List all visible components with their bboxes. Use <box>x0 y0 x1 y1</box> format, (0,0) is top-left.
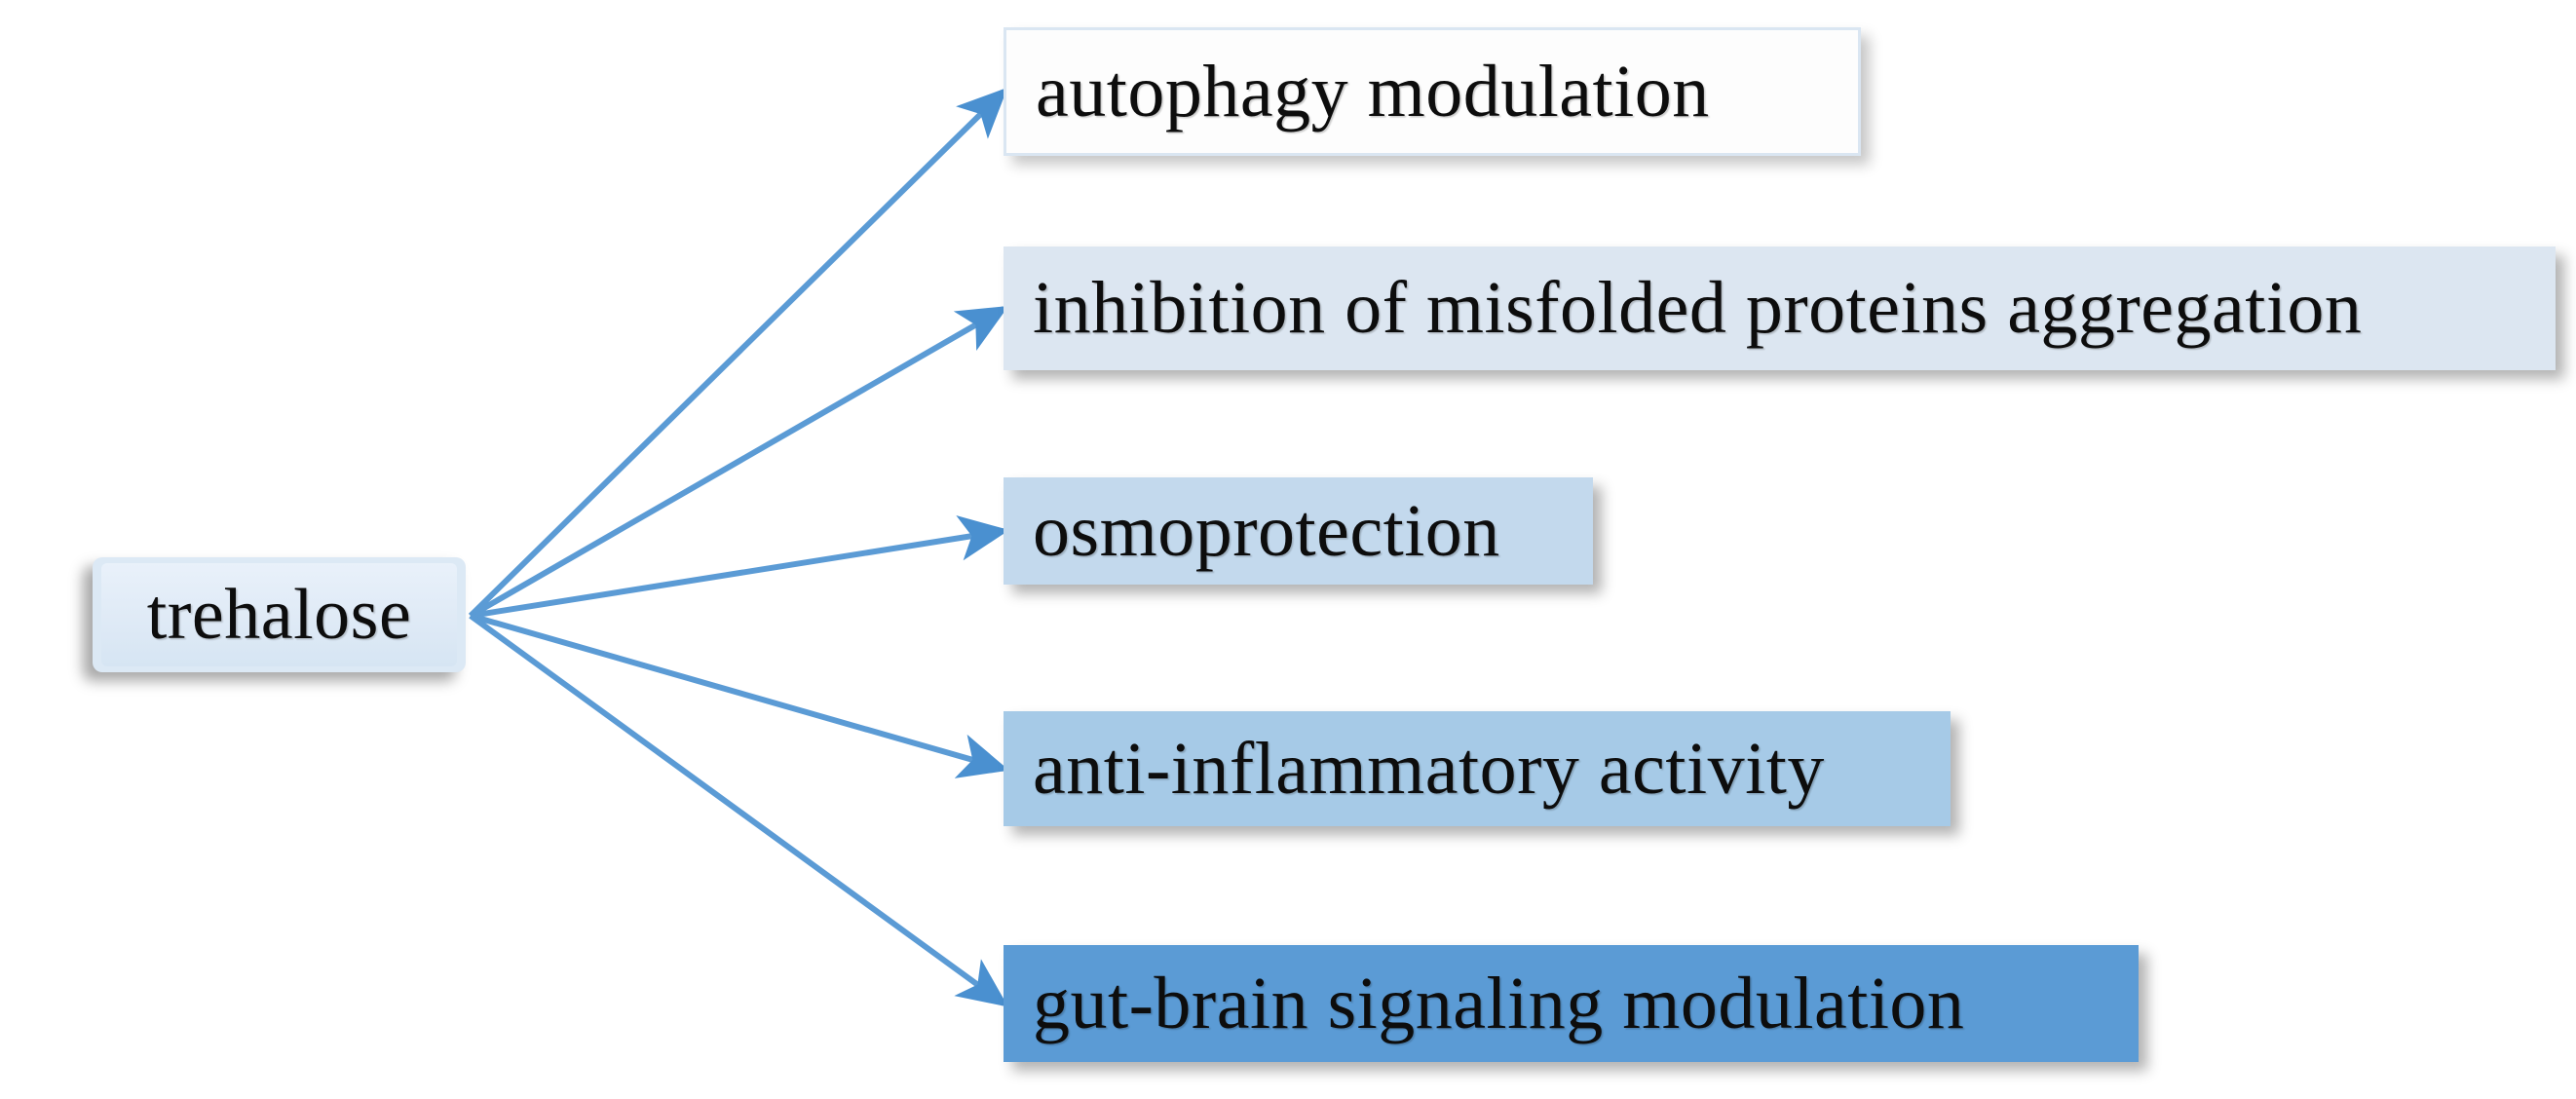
node-anti-inflammatory-activity-label: anti-inflammatory activity <box>1033 727 1825 810</box>
edge-trehalose-to-gut-brain-signaling-modulation <box>469 613 1008 1007</box>
node-trehalose[interactable]: trehalose <box>93 557 466 672</box>
node-trehalose-label: trehalose <box>146 574 412 655</box>
edge-trehalose-to-autophagy-modulation <box>468 87 1008 619</box>
node-gut-brain-signaling-modulation-label: gut-brain signaling modulation <box>1033 962 1965 1044</box>
node-gut-brain-signaling-modulation[interactable]: gut-brain signaling modulation <box>1004 945 2139 1062</box>
node-autophagy-modulation[interactable]: autophagy modulation <box>1004 27 1861 156</box>
edge-trehalose-to-anti-inflammatory-activity <box>470 613 1009 778</box>
node-osmoprotection-label: osmoprotection <box>1033 489 1500 572</box>
node-inhibition-of-misfolded-proteins-aggregation-label: inhibition of misfolded proteins aggrega… <box>1033 267 2363 349</box>
node-anti-inflammatory-activity[interactable]: anti-inflammatory activity <box>1004 711 1951 826</box>
node-inhibition-of-misfolded-proteins-aggregation[interactable]: inhibition of misfolded proteins aggrega… <box>1004 246 2556 370</box>
node-osmoprotection[interactable]: osmoprotection <box>1004 477 1593 585</box>
edge-trehalose-to-inhibition-of-misfolded-proteins-aggregation <box>469 306 1009 619</box>
node-autophagy-modulation-label: autophagy modulation <box>1036 50 1710 133</box>
edge-trehalose-to-osmoprotection <box>470 515 1009 619</box>
